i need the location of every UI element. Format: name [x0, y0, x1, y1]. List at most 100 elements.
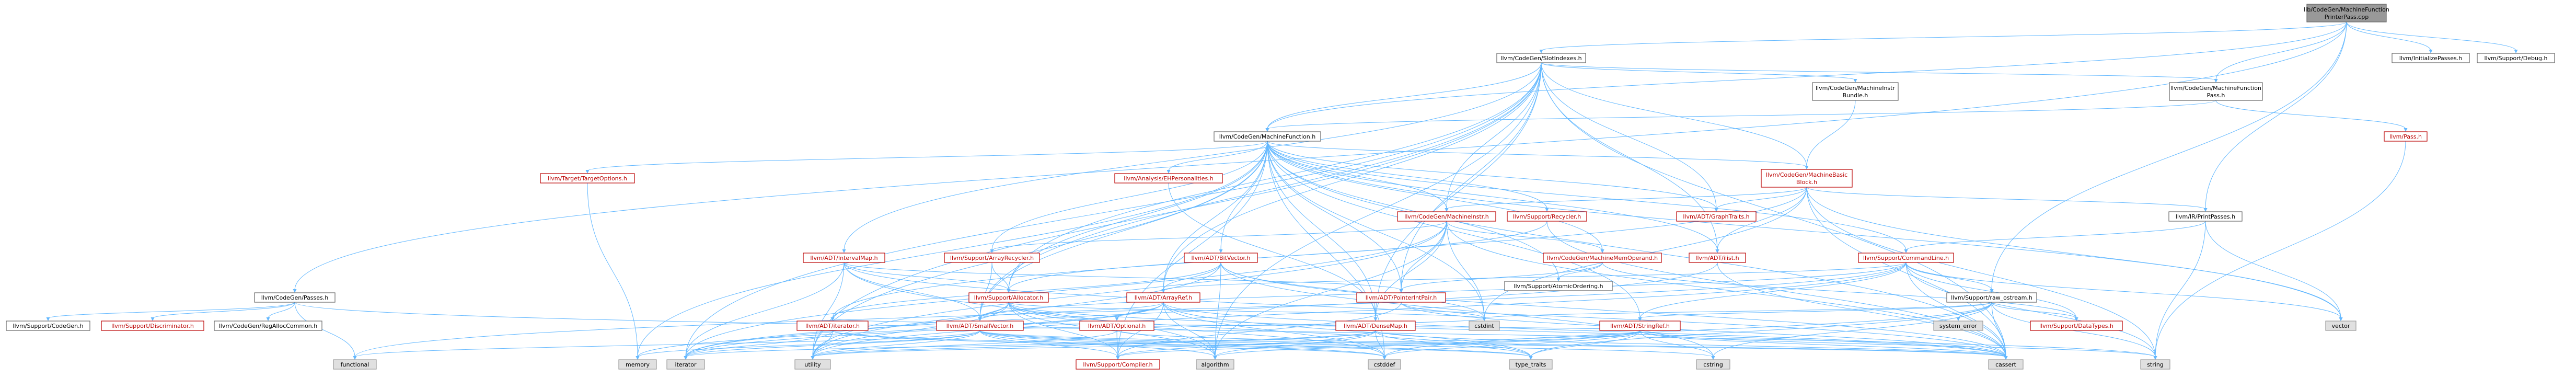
node-atomicordering[interactable]: llvm/Support/AtomicOrdering.h	[1504, 281, 1613, 291]
edge-bitvector-to-iterator	[832, 262, 1221, 319]
node-box-cstdint	[1469, 321, 1500, 331]
node-targetopts[interactable]: llvm/Target/TargetOptions.h	[540, 173, 635, 184]
node-label-string-0: string	[2147, 361, 2164, 368]
node-box-initpasses	[2392, 53, 2470, 63]
node-densemap[interactable]: llvm/ADT/DenseMap.h	[1335, 321, 1416, 331]
node-rawostream[interactable]: llvm/Support/raw_ostream.h	[1946, 292, 2037, 303]
edge-arrowhead-arrayref-to-smallvector	[978, 317, 982, 321]
node-bitvector[interactable]: llvm/ADT/BitVector.h	[1184, 253, 1258, 263]
edge-arrowhead-arrayrecycler-to-allocator	[1007, 289, 1011, 293]
edge-arrowhead-stringref-to-compiler	[1116, 356, 1120, 360]
node-intervalmap[interactable]: llvm/ADT/IntervalMap.h	[803, 253, 885, 263]
node-label-cstddef-0: cstddef	[1374, 361, 1396, 368]
edge-slotindexes-to-ptrintpair	[1401, 62, 1542, 291]
edge-mf-to-smallvector	[979, 141, 1268, 319]
edge-arrowhead-slotindexes-to-intervalmap	[842, 249, 846, 253]
node-recycler[interactable]: llvm/Support/Recycler.h	[1507, 211, 1587, 222]
node-codegenpasses[interactable]: llvm/CodeGen/Passes.h	[254, 292, 336, 303]
node-allocator[interactable]: llvm/Support/Allocator.h	[968, 292, 1049, 303]
node-initpasses[interactable]: llvm/InitializePasses.h	[2392, 53, 2470, 63]
node-discriminator[interactable]: llvm/Support/Discriminator.h	[101, 321, 204, 331]
edge-arrowhead-memoperand-to-ptrintpair	[1399, 289, 1403, 293]
node-codegen[interactable]: llvm/Support/CodeGen.h	[6, 321, 90, 331]
node-datatypes[interactable]: llvm/Support/DataTypes.h	[2030, 321, 2123, 331]
node-arrayref[interactable]: llvm/ADT/ArrayRef.h	[1126, 292, 1200, 303]
edge-mf-to-cassert	[1267, 141, 2006, 358]
node-label-root-1: PrinterPass.cpp	[2325, 14, 2369, 20]
edge-bitvector-to-cassert	[1220, 262, 2006, 358]
node-box-debug	[2477, 53, 2555, 63]
edge-mf-to-commandline	[1267, 141, 1907, 251]
edge-arrowhead-mf-to-recycler	[1545, 208, 1549, 212]
node-box-densemap	[1335, 321, 1416, 331]
node-ehpers[interactable]: llvm/Analysis/EHPersonalities.h	[1114, 173, 1223, 184]
node-ilist[interactable]: llvm/ADT/ilist.h	[1689, 253, 1746, 263]
node-box-commandline	[1858, 253, 1954, 263]
node-box-rawostream	[1946, 292, 2037, 303]
node-box-typetraits	[1509, 359, 1553, 370]
node-memoperand[interactable]: llvm/CodeGen/MachineMemOperand.h	[1543, 253, 1662, 263]
node-iterator[interactable]: llvm/ADT/iterator.h	[796, 321, 869, 331]
edge-ilist-to-iteratorstd	[685, 262, 1718, 358]
edge-stringref-to-cstring	[1639, 330, 1714, 358]
edge-root-to-rawostream	[1991, 21, 2347, 291]
edge-arrowhead-minstr-to-densemap	[1373, 317, 1378, 321]
edge-optional-to-cassert	[1116, 330, 2006, 358]
edge-arrowhead-stringref-to-typetraits	[1529, 356, 1533, 360]
edge-arrowhead-codegenpasses-to-codegen	[46, 317, 50, 321]
edge-mf-to-recycler	[1267, 141, 1547, 210]
node-smallvector[interactable]: llvm/ADT/SmallVector.h	[936, 321, 1024, 331]
node-stringref[interactable]: llvm/ADT/StringRef.h	[1599, 321, 1681, 331]
edge-slotindexes-to-iteratorstd	[685, 62, 1542, 358]
edge-slotindexes-to-mfpass	[1541, 62, 2216, 81]
edge-intervalmap-to-ptrintpair	[844, 262, 1402, 291]
node-compiler[interactable]: llvm/Support/Compiler.h	[1076, 359, 1160, 370]
node-label-compiler-0: llvm/Support/Compiler.h	[1083, 361, 1152, 368]
node-label-smallvector-0: llvm/ADT/SmallVector.h	[946, 323, 1014, 329]
node-printpasses[interactable]: llvm/IR/PrintPasses.h	[2168, 211, 2243, 222]
node-optional[interactable]: llvm/ADT/Optional.h	[1079, 321, 1154, 331]
node-slotindexes[interactable]: llvm/CodeGen/SlotIndexes.h	[1496, 53, 1586, 63]
edge-mf-to-ehpers	[1168, 141, 1268, 171]
edge-smallvector-to-cstring	[979, 330, 1714, 358]
edge-densemap-to-typetraits	[1375, 330, 1531, 358]
node-label-cstring-0: cstring	[1703, 361, 1723, 368]
edge-slotindexes-to-utility	[812, 62, 1542, 358]
node-box-optional	[1079, 321, 1154, 331]
node-label-datatypes-0: llvm/Support/DataTypes.h	[2039, 323, 2113, 329]
node-label-initpasses-0: llvm/InitializePasses.h	[2399, 55, 2462, 62]
edge-arrowhead-mbb-to-graphtraits	[1714, 208, 1718, 212]
node-arrayrecycler[interactable]: llvm/Support/ArrayRecycler.h	[944, 253, 1040, 263]
edge-slotindexes-to-mf	[1267, 62, 1542, 130]
node-ptrintpair[interactable]: llvm/ADT/PointerIntPair.h	[1356, 292, 1446, 303]
node-flagsalloc[interactable]: llvm/CodeGen/RegAllocCommon.h	[214, 321, 322, 331]
edge-arrowhead-rawostream-to-datatypes	[2074, 317, 2078, 321]
edge-codegenpasses-to-functional	[294, 302, 355, 358]
edge-slotindexes-to-minstr	[1446, 62, 1542, 210]
edge-arrowhead-root-to-slotindexes	[1539, 50, 1543, 53]
node-box-printpasses	[2168, 211, 2243, 222]
node-debug[interactable]: llvm/Support/Debug.h	[2477, 53, 2555, 63]
edge-commandline-to-stringref	[1639, 262, 1907, 319]
edge-memoperand-to-ptrintpair	[1401, 262, 1603, 291]
node-pass[interactable]: llvm/Pass.h	[2384, 131, 2428, 142]
node-minstr[interactable]: llvm/CodeGen/MachineInstr.h	[1397, 211, 1496, 222]
node-box-cstddef	[1368, 359, 1401, 370]
edge-bitvector-to-cstring	[1220, 262, 1714, 358]
edge-rawostream-to-cstdint	[1484, 302, 1992, 319]
node-commandline[interactable]: llvm/Support/CommandLine.h	[1858, 253, 1954, 263]
edge-codegenpasses-to-codegen	[48, 302, 295, 319]
node-label-bitvector-0: llvm/ADT/BitVector.h	[1192, 255, 1251, 261]
node-mf[interactable]: llvm/CodeGen/MachineFunction.h	[1214, 131, 1321, 142]
edge-mf-to-vector	[1267, 141, 2341, 319]
node-label-graphtraits-0: llvm/ADT/GraphTraits.h	[1683, 213, 1749, 220]
edge-stringref-to-cassert	[1639, 330, 2006, 358]
edge-arrowhead-stringref-to-algorithm	[1213, 356, 1217, 360]
edge-mf-to-utility	[812, 141, 1268, 358]
node-graphtraits[interactable]: llvm/ADT/GraphTraits.h	[1676, 211, 1757, 222]
edge-arrowhead-stringref-to-string	[2153, 356, 2157, 360]
edge-recycler-to-cassert	[1546, 221, 2006, 358]
